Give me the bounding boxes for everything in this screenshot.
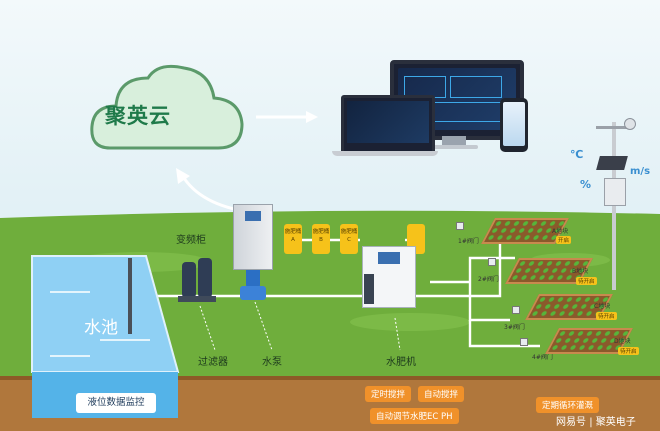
water-pool bbox=[31, 255, 180, 418]
weather-station-pole bbox=[612, 122, 616, 290]
fertilizer-tank-a: 施肥桶 A bbox=[284, 224, 302, 254]
valve-icon bbox=[456, 222, 464, 230]
plot-a-label: A地块 bbox=[552, 228, 569, 235]
solar-panel bbox=[596, 156, 628, 170]
watermark: 网易号 | 聚英电子 bbox=[556, 413, 636, 428]
leader bbox=[394, 317, 401, 351]
dashboard-panel bbox=[450, 76, 502, 98]
weather-station-arm bbox=[596, 126, 632, 129]
valve-label: 2#阀门 bbox=[478, 276, 499, 283]
monitor-stand bbox=[442, 136, 466, 146]
monitor-base bbox=[430, 145, 478, 149]
valve-icon bbox=[512, 306, 520, 314]
plot-d-label: D地块 bbox=[614, 338, 631, 345]
phone bbox=[500, 98, 528, 152]
fertilizer-tank-b: 施肥桶 B bbox=[312, 224, 330, 254]
pool-label: 水池 bbox=[84, 318, 118, 338]
cloud-to-screen-arrowhead bbox=[306, 111, 318, 123]
valve-label: 4#阀门 bbox=[532, 354, 553, 361]
leader bbox=[254, 301, 273, 351]
filter-unit bbox=[182, 262, 196, 298]
cabinet-display bbox=[245, 211, 261, 221]
temperature-unit: ℃ bbox=[570, 148, 584, 161]
pipe bbox=[468, 320, 540, 348]
valve-icon bbox=[520, 338, 528, 346]
valve-icon bbox=[488, 258, 496, 266]
level-sensor bbox=[128, 258, 132, 334]
pump-body bbox=[240, 286, 266, 300]
plot-c-label: C地块 bbox=[594, 303, 611, 310]
watermark-author: 聚英电子 bbox=[595, 417, 636, 428]
soil-edge bbox=[0, 376, 660, 380]
level-monitor-label: 液位数据监控 bbox=[76, 393, 156, 413]
grass-patch bbox=[350, 313, 470, 331]
watermark-divider: | bbox=[589, 417, 596, 428]
auto-mix-label: 自动搅拌 bbox=[418, 386, 465, 402]
cloud-shape bbox=[90, 64, 244, 150]
valve-label: 3#阀门 bbox=[504, 324, 525, 331]
cloud-label: 聚英云 bbox=[105, 104, 171, 128]
plot-c-status: 待开启 bbox=[596, 312, 617, 320]
filter-base bbox=[178, 296, 216, 302]
watermark-platform: 网易号 bbox=[556, 417, 586, 428]
pump-label: 水泵 bbox=[262, 357, 282, 368]
inverter-cabinet bbox=[233, 204, 273, 270]
plot-b-status: 待开启 bbox=[576, 277, 597, 285]
laptop-base bbox=[332, 151, 438, 156]
plot-d-status: 待开启 bbox=[618, 347, 639, 355]
plot-b-label: B地块 bbox=[572, 268, 589, 275]
laptop-dashboard bbox=[347, 101, 429, 143]
auto-adjust-label: 自动调节水肥EC PH bbox=[370, 408, 459, 424]
label-leaders bbox=[199, 301, 401, 351]
timed-mix-label: 定时搅拌 bbox=[365, 386, 412, 402]
plot-a-status: 开启 bbox=[556, 236, 572, 244]
anemometer-icon bbox=[624, 118, 636, 130]
humidity-unit: % bbox=[580, 178, 592, 191]
filter-unit bbox=[198, 258, 212, 298]
machine-display bbox=[378, 252, 400, 264]
sensor-box bbox=[604, 178, 626, 206]
filter-label: 过滤器 bbox=[198, 357, 228, 368]
fertilizer-tank-c: 施肥桶 C bbox=[340, 224, 358, 254]
upload-arrowhead bbox=[176, 168, 190, 184]
phone-screen bbox=[503, 102, 525, 146]
inverter-cabinet-label: 变频柜 bbox=[176, 235, 206, 246]
laptop-screen bbox=[341, 95, 435, 155]
cycle-irrigation-label: 定期循环灌溉 bbox=[536, 397, 600, 413]
valve-label: 1#阀门 bbox=[458, 238, 479, 245]
machine-pump bbox=[364, 274, 374, 304]
fertilizer-machine-label: 水肥机 bbox=[386, 357, 416, 368]
wind-speed-unit: m/s bbox=[630, 166, 651, 177]
